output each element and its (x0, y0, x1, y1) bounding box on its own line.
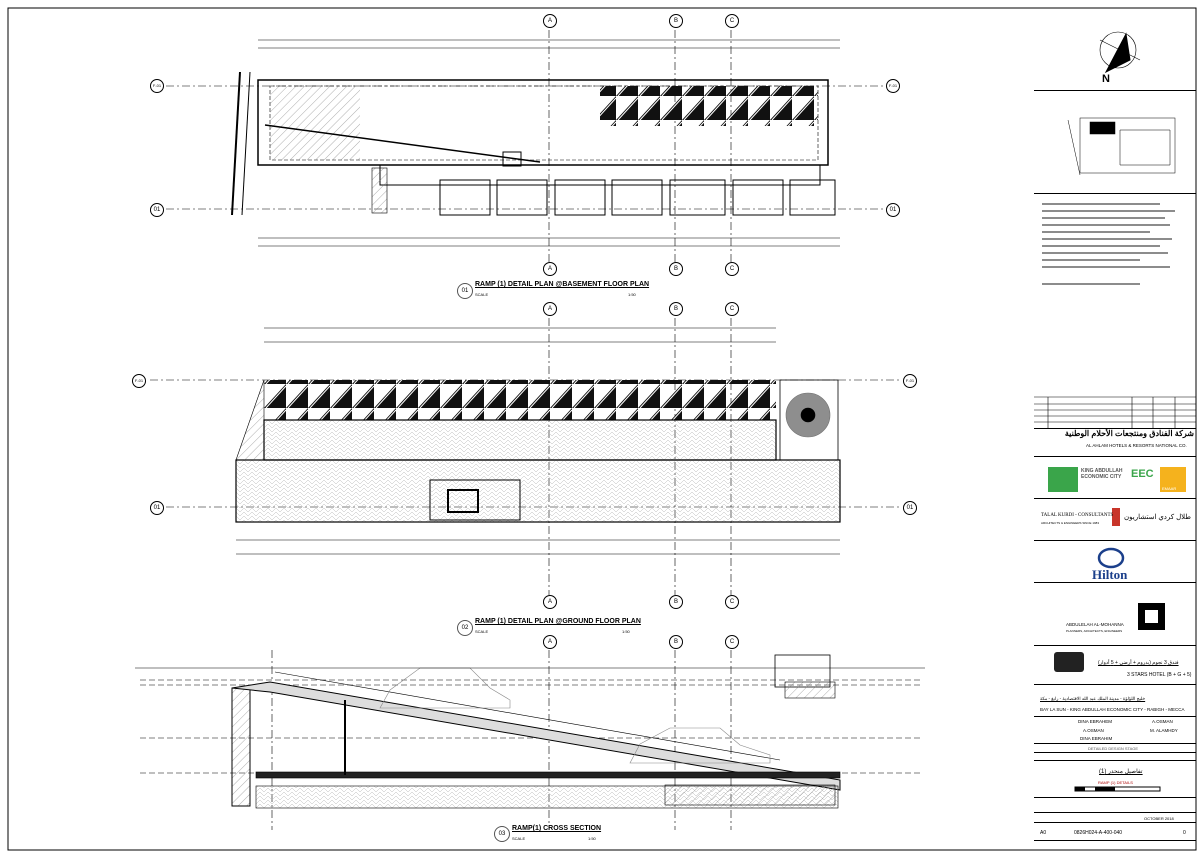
drawing-number: 02 (457, 620, 473, 636)
approved-by: M. ALAMHDY (1150, 728, 1178, 733)
divider (1034, 193, 1196, 194)
divider (1034, 797, 1196, 798)
architect-sub: PLANNERS, ARCHITECTS, ENGINEERS (1066, 629, 1123, 633)
emaar-logo (1160, 467, 1186, 492)
drafted-by: DINA EBRAHIM (1080, 736, 1113, 741)
north-arrow-icon (1099, 31, 1141, 74)
divider (1034, 684, 1196, 685)
drawing-number: 01 (457, 283, 473, 299)
divider (1034, 428, 1196, 429)
ground-floor-plan (150, 318, 900, 595)
divider (1034, 822, 1196, 823)
divider (1034, 812, 1196, 813)
revision: 0 (1183, 830, 1186, 836)
consultant-ar: طلال كردي استشاريون (1124, 514, 1191, 521)
operator-name: Hilton (1092, 567, 1128, 582)
grid-bubble-b: B (669, 635, 683, 649)
grid-bubble-a: A (543, 595, 557, 609)
location: BAY LA SUN - KING ABDULLAH ECONOMIC CITY… (1040, 707, 1185, 712)
divider (1034, 582, 1196, 583)
grid-bubble-01: 01 (903, 501, 917, 515)
grid-bubble-f01: F-01 (886, 79, 900, 93)
developer-eec: EEC (1131, 468, 1154, 480)
grid-bubble-01: 01 (150, 501, 164, 515)
general-notes (1042, 203, 1175, 285)
grid-bubble-a: A (543, 635, 557, 649)
designed-by: DINA EBRAHEM (1078, 719, 1113, 724)
grid-bubble-a: A (543, 262, 557, 276)
developer-emaar: EMAAR (1162, 486, 1177, 491)
grid-bubble-b: B (669, 262, 683, 276)
grid-bubble-01: 01 (150, 203, 164, 217)
grid-bubble-b: B (669, 595, 683, 609)
north-label: N (1102, 73, 1110, 85)
revision-table (1034, 396, 1196, 428)
architect-name: ABDULELAH AL-MOHANNA (1066, 622, 1124, 627)
scale-value: 1:50 (628, 292, 636, 297)
grid-bubble-c: C (725, 302, 739, 316)
divider (1034, 716, 1196, 717)
grid-bubble-f01: F-01 (903, 374, 917, 388)
grid-bubble-c: C (725, 595, 739, 609)
grid-bubble-a: A (543, 14, 557, 28)
drawing-title-tb: RAMP (1) DETAILS (1098, 780, 1133, 785)
grid-bubble-c: C (725, 635, 739, 649)
design-stage: DETAILED DESIGN STAGE (1088, 746, 1139, 751)
divider (1034, 456, 1196, 457)
location-ar: خليج اللؤلؤة - مدينة الملك عبد الله الاق… (1040, 696, 1146, 701)
consultant-sub: ARCHITECTS & ENGINEERS SINCE 1983 (1041, 521, 1100, 525)
grid-bubble-c: C (725, 262, 739, 276)
kaec-logo (1048, 467, 1078, 492)
grid-bubble-f01: F-01 (150, 79, 164, 93)
developer-kaec: KING ABDULLAH ECONOMIC CITY (1081, 468, 1123, 480)
grid-bubble-f01: F-01 (132, 374, 146, 388)
project-name: 3 STARS HOTEL (B + G + 5) (1127, 672, 1192, 678)
hilton-logo (1097, 547, 1125, 569)
graphic-scale (1074, 786, 1161, 792)
scale-label: SCALE (512, 836, 526, 841)
grid-bubble-b: B (669, 302, 683, 316)
hotel-logo (1054, 652, 1084, 672)
key-plan (1067, 117, 1176, 176)
scale-value: 1:50 (588, 836, 596, 841)
divider (1034, 760, 1196, 761)
grid-bubble-c: C (725, 14, 739, 28)
divider (1034, 540, 1196, 541)
divider (1034, 90, 1196, 91)
owner-name: AL AHLAM HOTELS & RESORTS NATIONAL CO. (1086, 443, 1187, 448)
divider (1034, 752, 1196, 753)
owner-name-ar: شركة الفنادق ومنتجعات الأحلام الوطنية (1064, 429, 1194, 438)
basement-plan (150, 30, 900, 262)
scale-label: SCALE (475, 292, 489, 297)
date: OCTOBER 2018 (1144, 816, 1174, 821)
drawing-title-ar: تفاصيل منحدر (1) (1099, 769, 1143, 775)
divider (1034, 840, 1196, 841)
sheet-size: A0 (1040, 830, 1047, 836)
drawing-number-tb: 0826H024-A-400-040 (1074, 830, 1123, 836)
grid-bubble-01: 01 (886, 203, 900, 217)
consultant-name: TALAL KURDI - CONSULTANTS (1041, 513, 1114, 518)
grid-bubble-a: A (543, 302, 557, 316)
drawing-title: RAMP (1) DETAIL PLAN @BASEMENT FLOOR PLA… (475, 281, 650, 288)
drawing-title: RAMP (1) DETAIL PLAN @GROUND FLOOR PLAN (475, 618, 641, 625)
consultant-logo (1112, 508, 1120, 526)
cross-section (135, 650, 925, 830)
divider (1034, 645, 1196, 646)
drawn-by: A.OSMAN (1083, 728, 1104, 733)
divider (1034, 498, 1196, 499)
drawing-number: 03 (494, 826, 510, 842)
scale-label: SCALE (475, 629, 489, 634)
drawing-title: RAMP(1) CROSS SECTION (512, 825, 602, 832)
grid-bubble-b: B (669, 14, 683, 28)
checked-by: A.OSMAN (1152, 719, 1173, 724)
divider (1034, 743, 1196, 744)
project-name-ar: فندق 3 نجوم (بدروم + أرضي + 5 أدوار) (1098, 660, 1179, 666)
scale-value: 1:50 (622, 629, 630, 634)
